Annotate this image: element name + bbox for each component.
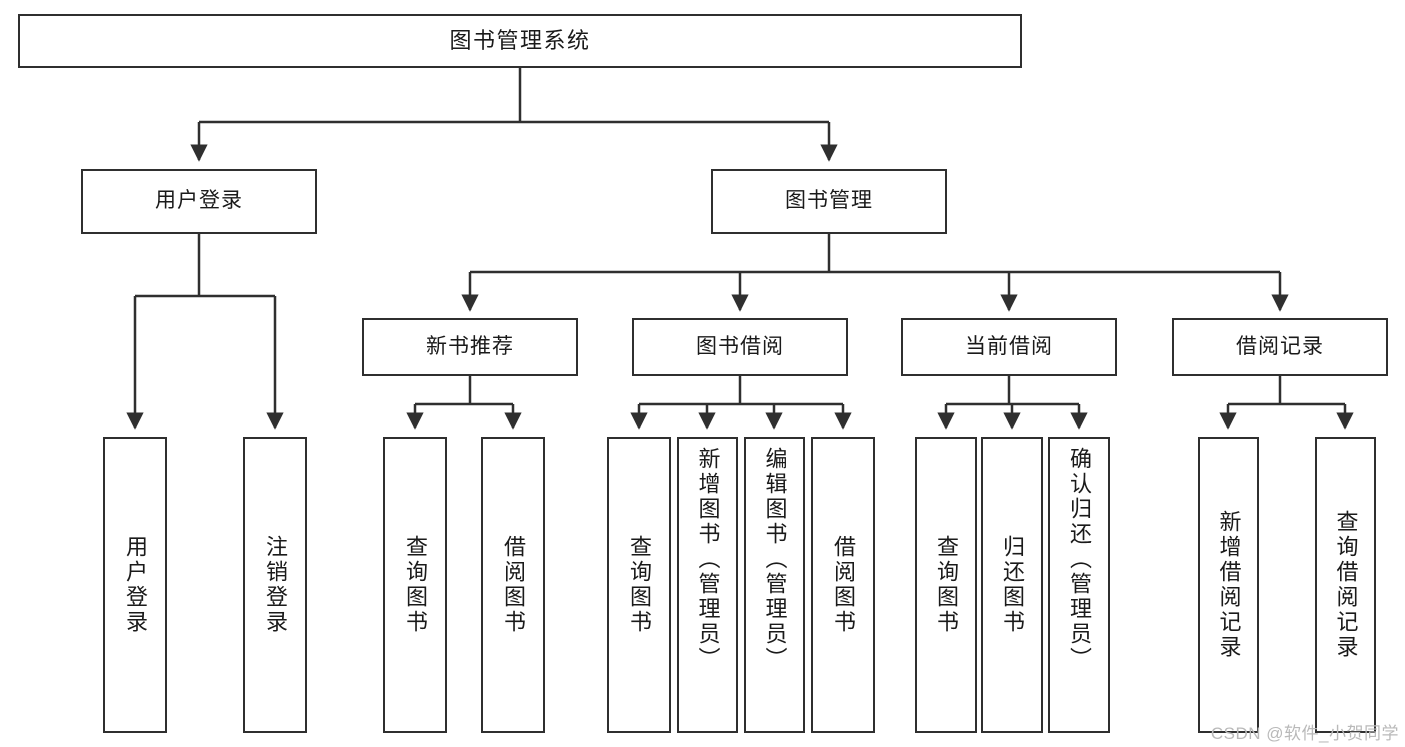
leaf-user-login-logout[interactable]: 注销登录 xyxy=(243,437,307,733)
node-label: 新增借阅记录 xyxy=(1216,510,1242,660)
node-book-borrowing[interactable]: 图书借阅 xyxy=(632,318,848,376)
node-label: 用户登录 xyxy=(155,189,243,213)
watermark-text: CSDN @软件_小贺同学 xyxy=(1210,724,1399,743)
leaf-current-borrow-confirm-return-admin[interactable]: 确认归还（管理员） xyxy=(1048,437,1110,733)
node-current-borrowing[interactable]: 当前借阅 xyxy=(901,318,1117,376)
node-label: 查询借阅记录 xyxy=(1333,510,1359,660)
node-label: 新增图书（管理员） xyxy=(695,447,721,672)
node-label: 归还图书 xyxy=(1000,535,1025,635)
node-label: 查询图书 xyxy=(403,535,428,635)
node-label: 借阅图书 xyxy=(831,535,856,635)
node-label: 图书借阅 xyxy=(696,334,784,358)
leaf-new-book-query-book[interactable]: 查询图书 xyxy=(383,437,447,733)
node-label: 图书管理系统 xyxy=(449,28,591,54)
leaf-book-borrow-borrow-book[interactable]: 借阅图书 xyxy=(811,437,875,733)
node-label: 确认归还（管理员） xyxy=(1067,447,1092,672)
node-book-management[interactable]: 图书管理 xyxy=(711,169,947,234)
node-new-book-recommendation[interactable]: 新书推荐 xyxy=(362,318,578,376)
node-label: 查询图书 xyxy=(934,535,959,635)
node-label: 注销登录 xyxy=(263,535,288,635)
leaf-user-login-login[interactable]: 用户登录 xyxy=(103,437,167,733)
leaf-new-book-borrow-book[interactable]: 借阅图书 xyxy=(481,437,545,733)
node-user-login[interactable]: 用户登录 xyxy=(81,169,317,234)
node-label: 新书推荐 xyxy=(426,334,514,358)
node-label: 查询图书 xyxy=(627,535,652,635)
leaf-record-add-borrow-record[interactable]: 新增借阅记录 xyxy=(1198,437,1259,733)
node-label: 图书管理 xyxy=(785,189,873,213)
leaf-book-borrow-add-book-admin[interactable]: 新增图书（管理员） xyxy=(677,437,738,733)
leaf-current-borrow-query-book[interactable]: 查询图书 xyxy=(915,437,977,733)
node-label: 编辑图书（管理员） xyxy=(762,447,788,672)
leaf-current-borrow-return-book[interactable]: 归还图书 xyxy=(981,437,1043,733)
node-label: 当前借阅 xyxy=(965,334,1053,358)
leaf-record-query-borrow-record[interactable]: 查询借阅记录 xyxy=(1315,437,1376,733)
node-borrowing-record[interactable]: 借阅记录 xyxy=(1172,318,1388,376)
node-root-book-management-system[interactable]: 图书管理系统 xyxy=(18,14,1022,68)
node-label: 用户登录 xyxy=(123,535,148,635)
leaf-book-borrow-query-book[interactable]: 查询图书 xyxy=(607,437,671,733)
node-label: 借阅记录 xyxy=(1236,334,1324,358)
leaf-book-borrow-edit-book-admin[interactable]: 编辑图书（管理员） xyxy=(744,437,805,733)
node-label: 借阅图书 xyxy=(501,535,526,635)
